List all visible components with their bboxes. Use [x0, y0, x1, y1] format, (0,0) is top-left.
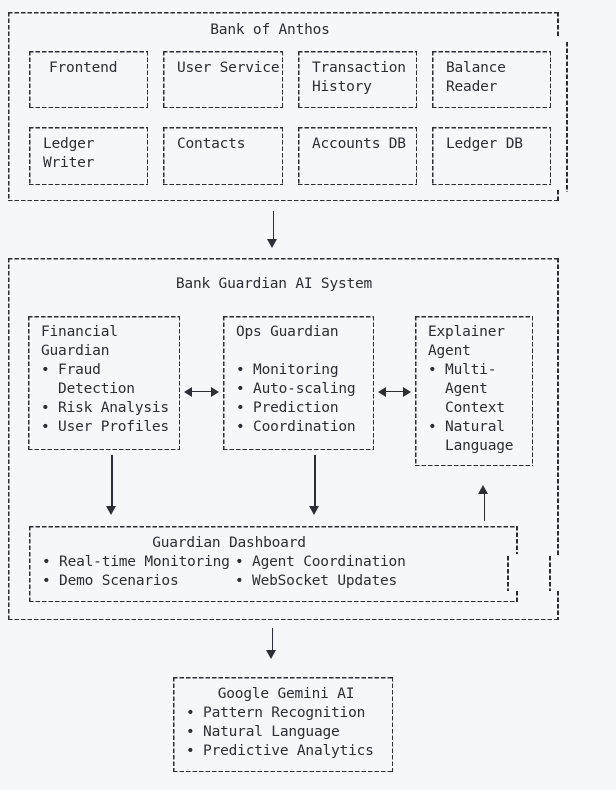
- guardian-right-border-segment: [557, 591, 559, 620]
- arrow-right-icon: [211, 386, 219, 397]
- arrow-down-icon: [105, 506, 116, 515]
- service-label: Ledger DB: [446, 136, 523, 152]
- arrow-up-icon: [478, 485, 488, 494]
- service-label: User Service: [177, 60, 280, 76]
- ops-guardian-box: Ops Guardian • Monitoring • Auto-scaling…: [223, 316, 374, 450]
- service-label: Accounts DB: [312, 136, 406, 152]
- anthos-right-border-segment: [557, 190, 559, 201]
- anthos-title: Bank of Anthos: [210, 22, 330, 38]
- service-label: Ledger Writer: [43, 136, 95, 171]
- arrow-right-icon: [403, 386, 411, 397]
- financial-guardian-box: Financial Guardian • Fraud Detection • R…: [28, 316, 180, 450]
- service-label: Contacts: [177, 136, 246, 152]
- dashboard-features-column2: • Agent Coordination • WebSocket Updates: [235, 554, 406, 589]
- service-box-user-service: User Service: [163, 51, 283, 108]
- service-box-frontend: Frontend: [29, 51, 148, 108]
- arrow-left-icon: [378, 386, 386, 397]
- service-box-transaction-history: Transaction History: [298, 51, 417, 108]
- service-box-ledger-db: Ledger DB: [432, 127, 551, 185]
- dashboard-right-border-segment: [516, 591, 518, 602]
- service-box-balance-reader: Balance Reader: [432, 51, 551, 108]
- service-label: Transaction History: [312, 60, 406, 95]
- service-label: Frontend: [49, 60, 118, 76]
- gemini-box: [173, 677, 393, 772]
- guardian-right-border-segment: [549, 556, 551, 591]
- arrow-down-icon: [266, 650, 276, 659]
- financial-guardian-text: Financial Guardian • Fraud Detection • R…: [41, 324, 169, 435]
- arrow-ops-explainer-bidirectional: [378, 386, 411, 397]
- anthos-right-border-segment: [557, 12, 559, 38]
- anthos-right-border-segment: [566, 42, 568, 192]
- guardian-title: Bank Guardian AI System: [175, 276, 373, 292]
- ops-guardian-text: Ops Guardian • Monitoring • Auto-scaling…: [236, 324, 356, 435]
- dashboard-title: Guardian Dashboard: [152, 535, 306, 551]
- gemini-title: Google Gemini AI: [217, 686, 355, 702]
- explainer-agent-box: Explainer Agent • Multi- Agent Context •…: [415, 316, 533, 466]
- gemini-capabilities: • Pattern Recognition • Natural Language…: [186, 705, 374, 759]
- explainer-agent-text: Explainer Agent • Multi- Agent Context •…: [428, 324, 514, 454]
- service-box-ledger-writer: Ledger Writer: [29, 127, 148, 185]
- dashboard-right-border-segment: [516, 526, 518, 554]
- guardian-right-border-segment: [557, 258, 559, 555]
- service-box-accounts-db: Accounts DB: [298, 127, 417, 185]
- arrow-financial-ops-bidirectional: [184, 386, 219, 397]
- arrow-down-icon: [267, 239, 277, 248]
- service-box-contacts: Contacts: [163, 127, 283, 185]
- service-label: Balance Reader: [446, 60, 506, 95]
- guardian-dashboard-box: [29, 526, 517, 602]
- arrow-down-icon: [308, 506, 319, 515]
- dashboard-features-column1: • Real-time Monitoring • Demo Scenarios: [42, 554, 230, 589]
- arrow-left-icon: [184, 386, 192, 397]
- dashboard-right-border-segment: [507, 556, 509, 591]
